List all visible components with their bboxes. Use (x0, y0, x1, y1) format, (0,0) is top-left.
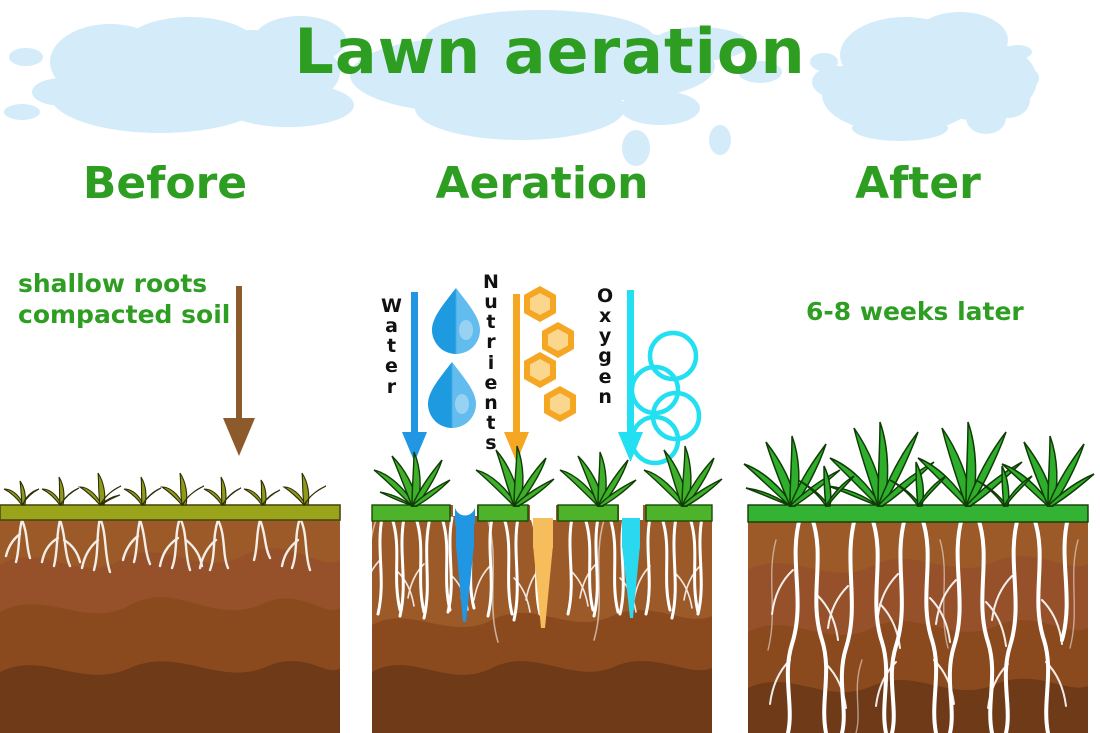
water-droplet-icon-1 (432, 288, 480, 354)
aeration-holes (453, 462, 643, 628)
aeration-hole-oxygen (619, 469, 643, 618)
letter: t (386, 335, 397, 358)
letter: a (385, 315, 398, 338)
aeration-surface-strips (371, 504, 713, 522)
panel-heading-aeration: Aeration (435, 158, 649, 209)
water-droplet-icon-2 (428, 362, 476, 428)
letter: s (485, 432, 497, 454)
letter: i (487, 351, 495, 374)
water-flow-arrow[interactable] (402, 292, 427, 462)
nutrient-hexagon-icon-1 (524, 286, 556, 322)
nutrient-hexagon-icon-2 (542, 322, 574, 358)
bubble-circle-4 (629, 414, 681, 466)
letter: u (484, 291, 498, 314)
before-surface-strip (0, 504, 341, 521)
letter: O (597, 285, 614, 307)
letter: n (598, 385, 612, 408)
flow-label-nutrients: N u t r i e n t s (483, 272, 499, 453)
before-roots (4, 516, 312, 574)
letter: r (486, 331, 496, 354)
oxygen-bubble-icons (629, 330, 702, 466)
cloud-group-center (350, 10, 782, 166)
nutrient-hexagon-icon-3 (524, 352, 556, 388)
letter: t (486, 411, 496, 434)
compaction-arrow (223, 286, 255, 456)
oxygen-flow-arrow[interactable] (618, 290, 643, 462)
letter: t (486, 311, 496, 334)
letter: y (598, 325, 612, 348)
letter: N (483, 271, 499, 293)
panel-after-soil (748, 505, 1088, 733)
caption-after-line1: 6-8 weeks later (806, 297, 1024, 326)
aeration-hole-water (453, 463, 477, 622)
letter: r (386, 375, 397, 398)
letter: n (484, 391, 498, 414)
caption-before-line1: shallow roots (18, 269, 208, 298)
letter: e (484, 371, 498, 394)
letter: e (598, 365, 612, 388)
caption-before-line2: compacted soil (18, 300, 231, 330)
letter: W (381, 295, 402, 317)
page-title: Lawn aeration (294, 15, 806, 88)
panel-before-soil (0, 505, 340, 733)
flow-label-water: W a t e r (381, 296, 402, 397)
after-roots (767, 516, 1079, 733)
bubble-circle-1 (647, 330, 699, 382)
panel-heading-after: After (855, 158, 981, 209)
caption-after: 6-8 weeks later (806, 296, 1024, 327)
cloud-group-right (810, 12, 1039, 141)
nutrient-hexagon-icon-4 (544, 386, 576, 422)
letter: x (598, 305, 612, 328)
aeration-grass (373, 445, 723, 507)
letter: e (385, 355, 398, 378)
letter: g (598, 345, 612, 368)
aeration-hole-nutrients (530, 462, 556, 628)
after-grass (743, 421, 1095, 507)
after-surface-strip (747, 504, 1089, 523)
before-grass (3, 472, 327, 506)
panel-heading-before: Before (82, 158, 248, 209)
cloud-group-left (4, 16, 354, 133)
caption-before: shallow roots compacted soil (18, 268, 230, 331)
flow-label-oxygen: O x y g e n (597, 286, 613, 407)
